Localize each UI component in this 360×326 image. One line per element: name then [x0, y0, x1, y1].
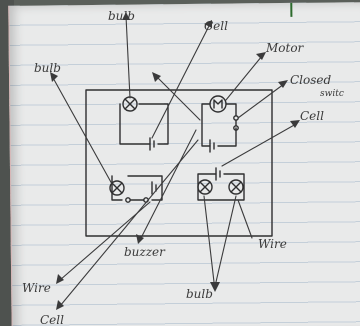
circuit-bulb-cell: [119, 96, 169, 151]
circuit-motor-switch: [201, 95, 239, 153]
label-bulb-left: bulb: [34, 61, 61, 75]
label-buzzer: buzzer: [124, 245, 166, 259]
circuit-bulb-buzzer: [109, 175, 163, 203]
bulb-symbol-3: [197, 179, 213, 195]
label-bulb-bottom: bulb: [186, 287, 213, 301]
label-motor: Motor: [265, 41, 305, 55]
label-bulb-top: bulb: [108, 9, 135, 23]
motor-symbol: [209, 95, 227, 113]
cell-symbol-2: [209, 139, 215, 153]
label-cell-bottom: Cell: [40, 313, 64, 326]
label-closed-switch-2: switc: [320, 89, 344, 99]
label-arrows: [50, 12, 300, 310]
cell-symbol: [149, 137, 155, 151]
outer-box: [85, 89, 273, 237]
label-cell-top: Cell: [204, 19, 228, 33]
label-wire-left: Wire: [22, 281, 51, 295]
bulb-symbol-4: [228, 179, 244, 195]
label-wire-right: Wire: [258, 237, 287, 251]
circuit-two-bulbs: [197, 167, 245, 201]
label-closed-switch: Closed: [290, 73, 332, 87]
label-cell-right: Cell: [300, 109, 324, 123]
bulb-symbol-2: [109, 180, 125, 196]
cell-symbol-4: [215, 167, 221, 181]
